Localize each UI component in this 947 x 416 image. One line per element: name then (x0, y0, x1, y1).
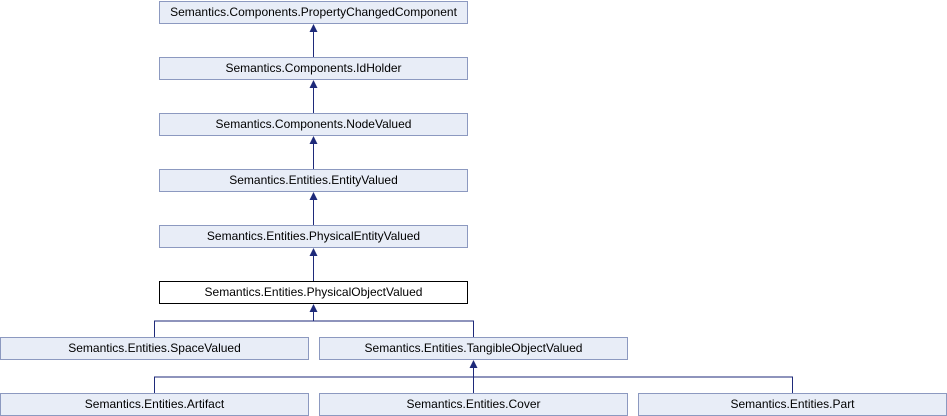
node-space-valued[interactable]: Semantics.Entities.SpaceValued (0, 337, 309, 360)
node-id-holder[interactable]: Semantics.Components.IdHolder (159, 57, 468, 80)
node-part[interactable]: Semantics.Entities.Part (638, 393, 947, 416)
node-physical-entity-valued[interactable]: Semantics.Entities.PhysicalEntityValued (159, 225, 468, 248)
edge-space-tangible-to-physicalobject (154, 320, 474, 337)
arrowhead (309, 136, 318, 144)
arrowhead (309, 304, 318, 312)
node-cover[interactable]: Semantics.Entities.Cover (319, 393, 628, 416)
node-physical-object-valued: Semantics.Entities.PhysicalObjectValued (159, 281, 468, 304)
arrowhead (309, 248, 318, 256)
arrowhead (469, 360, 478, 368)
arrowhead (309, 80, 318, 88)
node-artifact[interactable]: Semantics.Entities.Artifact (0, 393, 309, 416)
node-entity-valued[interactable]: Semantics.Entities.EntityValued (159, 169, 468, 192)
node-tangible-object-valued[interactable]: Semantics.Entities.TangibleObjectValued (319, 337, 628, 360)
node-property-changed-component[interactable]: Semantics.Components.PropertyChangedComp… (159, 1, 468, 24)
node-node-valued[interactable]: Semantics.Components.NodeValued (159, 113, 468, 136)
arrowhead (309, 24, 318, 32)
arrowhead (309, 192, 318, 200)
